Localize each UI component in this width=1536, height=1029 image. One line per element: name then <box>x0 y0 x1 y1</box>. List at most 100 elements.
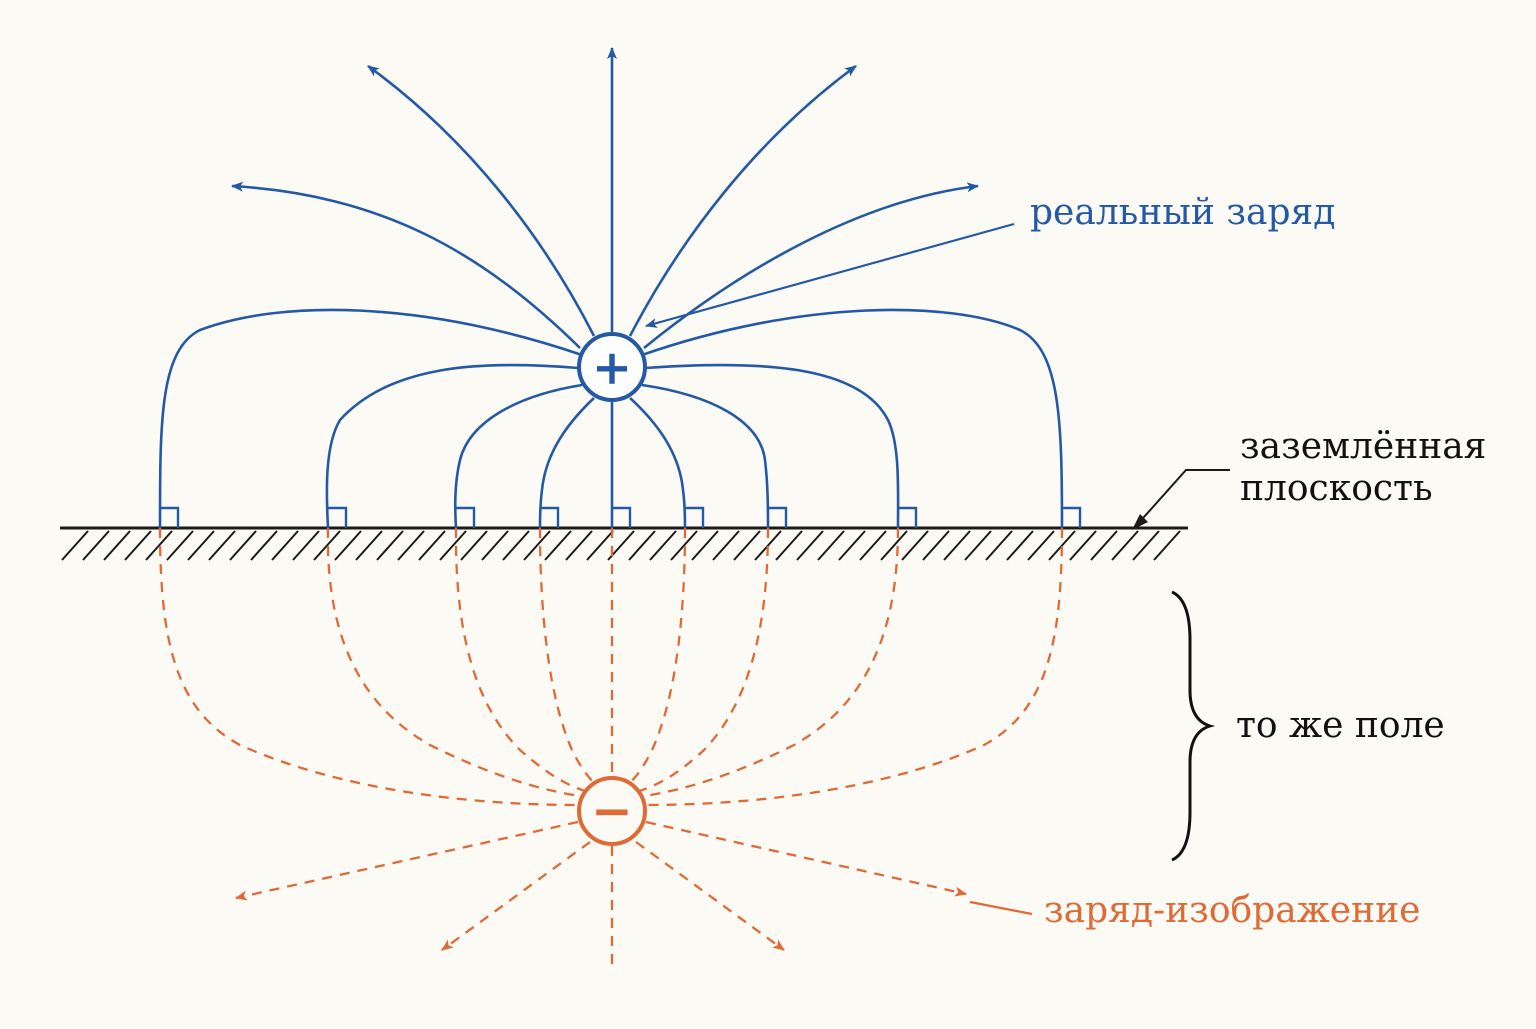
hatch-stroke <box>922 530 950 561</box>
hatch-stroke <box>292 530 320 561</box>
grounded-plane <box>60 526 1188 561</box>
image-arrow-down-left <box>441 841 591 951</box>
hatch-stroke <box>754 530 782 561</box>
field-line-plane-1 <box>158 308 583 529</box>
image-line-4 <box>538 527 599 787</box>
hatch-stroke <box>1153 530 1181 561</box>
ground-hatching <box>61 530 1181 561</box>
image-arrow-right <box>645 820 967 897</box>
hatch-stroke <box>838 530 866 561</box>
hatch-stroke <box>1048 530 1076 561</box>
hatch-stroke <box>859 530 887 561</box>
image-field-lines <box>158 527 1064 972</box>
right-angle-marker <box>612 506 632 528</box>
label-same-field: то же поле <box>1236 705 1445 746</box>
right-angle-marker <box>540 506 560 528</box>
hatch-stroke <box>502 530 530 561</box>
hatch-stroke <box>586 530 614 561</box>
label-real-charge: реальный заряд <box>1030 192 1335 233</box>
hatch-stroke <box>1027 530 1055 561</box>
hatch-stroke <box>817 530 845 561</box>
hatch-stroke <box>1111 530 1139 561</box>
field-line-up-right <box>628 64 857 337</box>
hatch-stroke <box>82 530 110 561</box>
field-line-left <box>231 181 581 349</box>
hatch-stroke <box>523 530 551 561</box>
hatch-stroke <box>691 530 719 561</box>
hatch-stroke <box>775 530 803 561</box>
grounded-plane-pointer-head <box>1132 514 1148 530</box>
hatch-stroke <box>271 530 299 561</box>
hatch-stroke <box>397 530 425 561</box>
hatch-stroke <box>880 530 908 561</box>
hatch-stroke <box>439 530 467 561</box>
hatch-stroke <box>418 530 446 561</box>
real-charge-pointer <box>645 222 1015 328</box>
image-line-7 <box>635 527 770 794</box>
field-line-plane-4 <box>538 397 595 529</box>
image-charge-sign: − <box>591 781 633 840</box>
hatch-stroke <box>61 530 89 561</box>
field-line-right <box>643 182 979 350</box>
image-arrow-left <box>235 820 579 901</box>
field-line-up-left <box>367 64 596 337</box>
grounded-plane-pointer <box>1135 469 1230 527</box>
hatch-stroke <box>460 530 488 561</box>
hatch-stroke <box>628 530 656 561</box>
hatch-stroke <box>250 530 278 561</box>
hatch-stroke <box>985 530 1013 561</box>
hatch-stroke <box>1090 530 1118 561</box>
right-angle-marker <box>768 506 788 528</box>
same-field-brace <box>1171 590 1216 862</box>
field-line-plane-3 <box>453 383 583 529</box>
hatch-stroke <box>355 530 383 561</box>
label-image-charge: заряд-изображение <box>1044 890 1420 931</box>
hatch-stroke <box>712 530 740 561</box>
image-line-9 <box>645 527 1064 807</box>
right-angle-marker <box>1062 506 1082 528</box>
field-line-plane-2 <box>325 363 579 529</box>
hatch-stroke <box>943 530 971 561</box>
field-line-plane-6 <box>629 397 687 529</box>
label-grounded-plane-line1: заземлённая <box>1240 426 1486 467</box>
plus-circle-icon <box>577 332 647 402</box>
right-angle-marker <box>685 506 705 528</box>
right-angle-marker <box>456 506 476 528</box>
hatch-stroke <box>670 530 698 561</box>
image-line-1 <box>158 527 579 807</box>
right-angle-marker <box>898 506 918 528</box>
hatch-stroke <box>334 530 362 561</box>
image-line-2 <box>326 527 581 798</box>
image-line-6 <box>625 527 687 787</box>
hatch-stroke <box>901 530 929 561</box>
hatch-stroke <box>565 530 593 561</box>
right-angle-markers <box>160 506 1082 528</box>
hatch-stroke <box>1132 530 1160 561</box>
right-angle-marker <box>160 506 180 528</box>
hatch-stroke <box>1069 530 1097 561</box>
hatch-stroke <box>313 530 341 561</box>
hatch-stroke <box>229 530 257 561</box>
hatch-stroke <box>544 530 572 561</box>
image-line-8 <box>643 527 900 798</box>
hatch-stroke <box>187 530 215 561</box>
field-line-plane-8 <box>645 363 900 529</box>
image-charge: − <box>577 776 647 846</box>
hatch-stroke <box>733 530 761 561</box>
hatch-stroke <box>964 530 992 561</box>
image-charge-pointer <box>969 900 1033 916</box>
field-line-plane-7 <box>641 383 770 529</box>
field-line-plane-9 <box>641 308 1064 529</box>
hatch-stroke <box>376 530 404 561</box>
real-field-lines <box>158 47 1064 529</box>
right-angle-marker <box>328 506 348 528</box>
hatch-stroke <box>796 530 824 561</box>
hatch-stroke <box>1006 530 1034 561</box>
image-arrow-down-right <box>635 841 785 951</box>
hatch-stroke <box>481 530 509 561</box>
real-charge: + <box>577 332 647 402</box>
hatch-stroke <box>649 530 677 561</box>
hatch-stroke <box>208 530 236 561</box>
